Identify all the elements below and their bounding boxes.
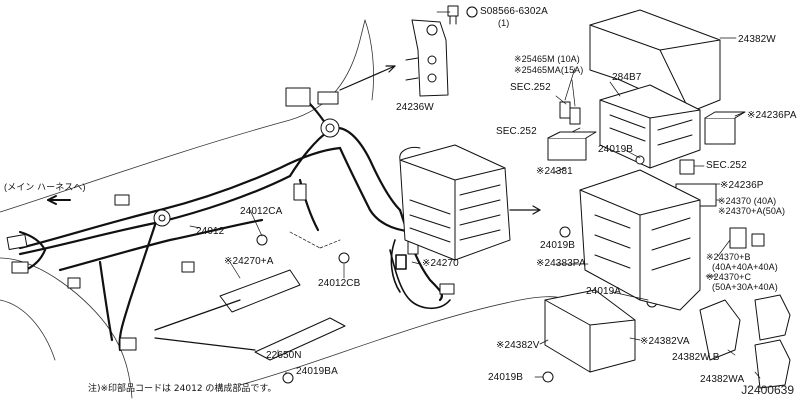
- label-24019b-a: 24019B: [598, 144, 634, 155]
- housing-24383pa: [580, 170, 700, 310]
- label-24381: ※24381: [536, 166, 573, 177]
- label-24019a: 24019A: [586, 286, 622, 297]
- label-24370a: ※24370+A(50A): [718, 206, 786, 216]
- label-bolt: S08566-6302A: [480, 6, 548, 17]
- label-24270a: ※24270+A: [224, 256, 274, 267]
- label-24382wa: 24382WA: [700, 374, 745, 385]
- label-24236pa: ※24236PA: [747, 110, 797, 121]
- brackets-lower: [220, 270, 345, 360]
- label-bolt-qty: (1): [498, 18, 510, 28]
- fuse-block-284b7: [600, 85, 700, 168]
- small-components: [257, 102, 764, 383]
- bracket-24236w: [406, 20, 448, 96]
- label-25465ma: ※25465MA(15A): [514, 65, 584, 75]
- label-sec252-b: SEC.252: [496, 126, 537, 137]
- leader-lines: [190, 12, 760, 378]
- label-24370c: ※24370+C: [706, 272, 752, 282]
- sub-harness-24270: [390, 240, 450, 308]
- label-24370b-values: (40A+40A+40A): [712, 262, 778, 272]
- label-24019b-c: 24019B: [488, 372, 524, 383]
- cover-24382v: [545, 290, 635, 372]
- label-24383pa: ※24383PA: [536, 258, 586, 269]
- label-22650n: 22650N: [266, 350, 302, 361]
- label-24382v: ※24382V: [496, 340, 540, 351]
- label-24382w: 24382W: [738, 34, 776, 45]
- label-sec252-a: SEC.252: [510, 82, 551, 93]
- label-284b7: 284B7: [612, 72, 642, 83]
- label-main-harness: (メイン ハーネスへ): [4, 182, 86, 192]
- label-24012cb: 24012CB: [318, 278, 361, 289]
- diagram-code: J2400639: [741, 383, 794, 397]
- label-24012ca: 24012CA: [240, 206, 283, 217]
- main-harness: [18, 95, 442, 350]
- cover-24382w: [590, 10, 720, 112]
- harness-connectors: [7, 88, 454, 350]
- arrows: [48, 66, 540, 350]
- relay-box-center: [400, 145, 510, 260]
- brackets-24382w: [700, 295, 790, 388]
- label-24370b: ※24370+B: [706, 252, 751, 262]
- label-sec252-c: SEC.252: [706, 160, 747, 171]
- label-24019b-b: 24019B: [540, 240, 576, 251]
- label-24236p: ※24236P: [720, 180, 764, 191]
- label-24370: ※24370 (40A): [718, 196, 777, 206]
- label-24019ba: 24019BA: [296, 366, 338, 377]
- label-24270: ※24270: [422, 258, 459, 269]
- label-24382wb: 24382W B: [672, 352, 720, 363]
- circled-s-symbol: [467, 7, 477, 17]
- footnote: 注)※印部品コードは 24012 の構成部品です。: [88, 384, 277, 394]
- label-24370c-values: (50A+30A+40A): [712, 282, 778, 292]
- label-25465m: ※25465M (10A): [514, 54, 580, 64]
- label-24236w: 24236W: [396, 102, 434, 113]
- label-24382va: ※24382VA: [640, 336, 690, 347]
- label-24012: 24012: [196, 226, 225, 237]
